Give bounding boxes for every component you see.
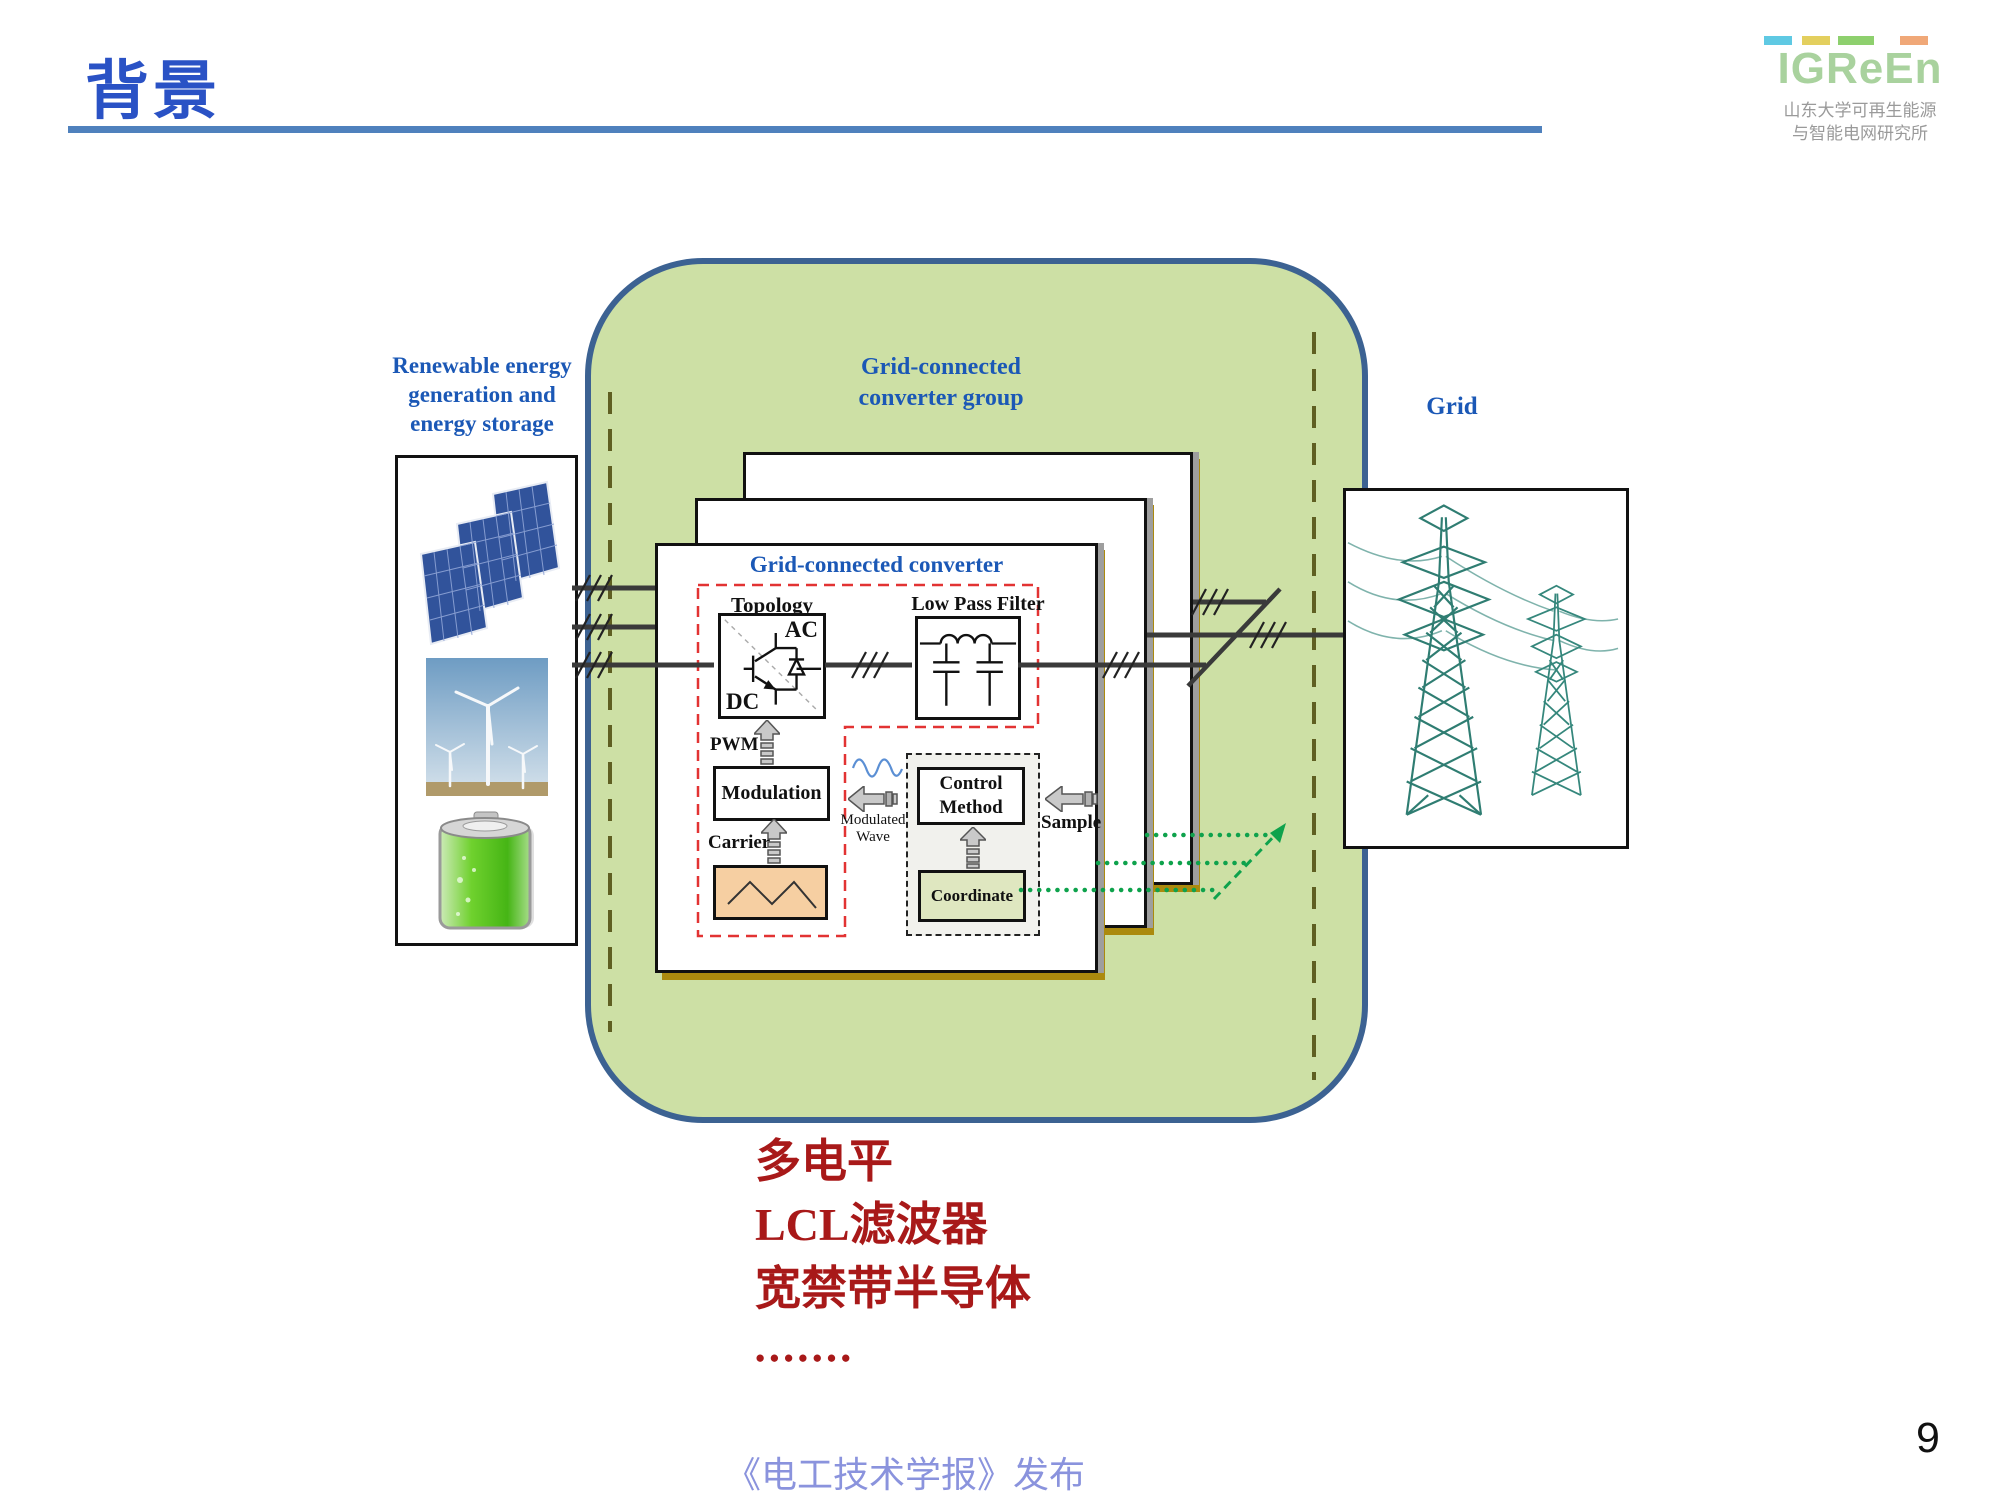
triangle-wave-icon [727, 880, 817, 909]
converter-box-front: Grid-connected converter Topology AC DC … [655, 543, 1102, 973]
carrier-label: Carrier [708, 832, 771, 853]
title-underline [68, 126, 1542, 133]
journal-footer-note: 《电工技术学报》发布 [724, 1455, 1085, 1495]
control-section: Control Method Coordinate [906, 753, 1040, 936]
pwm-up-arrow-icon [754, 720, 780, 765]
highlight-line: LCL滤波器 [755, 1199, 988, 1251]
topology-box: AC DC [718, 613, 826, 719]
coordinate-up-arrow-icon [960, 827, 986, 869]
highlight-line: 多电平 [755, 1136, 893, 1187]
ac-label: AC [784, 617, 818, 642]
carrier-up-arrow-icon [761, 819, 787, 864]
page-title: 背景 [85, 55, 221, 127]
sample-left-arrow-icon [1045, 786, 1098, 812]
grid-label: Grid [1426, 393, 1478, 420]
logo-bar-orange [1900, 36, 1928, 45]
solar-panels-image [398, 472, 575, 647]
page-number: 9 [1916, 1414, 1940, 1462]
highlight-line: 宽禁带半导体 [755, 1262, 1031, 1314]
renewable-energy-box [395, 455, 578, 946]
coordinate-box: Coordinate [918, 870, 1026, 922]
modulated-wave-left-arrow-icon [848, 786, 898, 812]
sample-label: Sample [1041, 812, 1102, 833]
highlight-text-block: 多电平 LCL滤波器 宽禁带半导体 ●●●●●●● [755, 1130, 1031, 1370]
logo-bar-blue [1764, 36, 1792, 45]
converter-title: Grid-connected converter [749, 552, 1004, 577]
logo-bar-yellow [1802, 36, 1830, 45]
institute-name-line2: 与智能电网研究所 [1792, 123, 1928, 143]
red-dashed-region [696, 583, 1040, 938]
converter-group-label: Grid-connected converter group [858, 354, 1024, 412]
wind-turbines-image [398, 658, 575, 796]
pwm-label: PWM [710, 734, 759, 755]
transmission-towers-image [1343, 488, 1629, 849]
boundary-dash-left [608, 392, 612, 1032]
igbt-symbol-icon [724, 619, 822, 713]
highlight-ellipsis: ●●●●●●● [755, 1348, 855, 1368]
low-pass-filter-label: Low Pass Filter [911, 593, 1045, 615]
low-pass-filter-box [915, 616, 1021, 720]
battery-image [398, 810, 575, 932]
sine-wave-icon [851, 758, 903, 778]
logo-brand-text: IGReEn [1777, 44, 1943, 93]
control-method-box: Control Method [917, 767, 1025, 825]
dc-label: DC [726, 689, 760, 714]
renewable-energy-label: Renewable energy generation and energy s… [392, 353, 572, 436]
carrier-wave-box [713, 865, 828, 920]
institute-name-line1: 山东大学可再生能源 [1783, 101, 1937, 120]
modulation-box: Modulation [713, 766, 830, 821]
lcl-filter-symbol-icon [919, 633, 1017, 706]
igreen-logo-mark: IGReEn [1762, 36, 1958, 100]
modulated-wave-label: Modulated Wave [840, 812, 906, 845]
igreen-logo: IGReEn 山东大学可再生能源 与智能电网研究所 [1762, 36, 1958, 146]
boundary-dash-right [1312, 332, 1316, 1080]
logo-bar-green [1838, 36, 1874, 45]
